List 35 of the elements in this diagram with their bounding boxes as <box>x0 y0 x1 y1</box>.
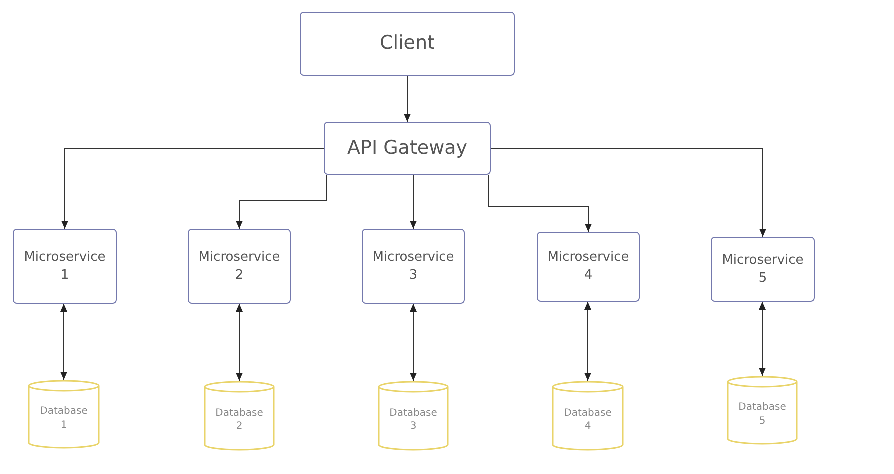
node-label: Microservice 2 <box>198 248 280 284</box>
arrow <box>490 148 766 238</box>
process-box <box>13 229 117 304</box>
node-label: Client <box>380 31 435 56</box>
node-label: Microservice 3 <box>372 248 454 284</box>
node-label: Database 3 <box>390 406 438 434</box>
database-cylinder <box>378 381 449 451</box>
arrow <box>404 76 411 122</box>
double-arrow <box>410 304 417 382</box>
process-box <box>362 229 465 304</box>
node-label: Database 4 <box>564 406 612 434</box>
double-arrow <box>60 304 68 380</box>
database-cylinder <box>204 381 275 451</box>
arrow <box>488 174 592 232</box>
node-label: Microservice 4 <box>548 249 630 285</box>
double-arrow <box>584 302 592 382</box>
arrow <box>62 148 324 230</box>
process-box <box>300 12 515 76</box>
node-label: Database 2 <box>216 406 264 434</box>
process-box <box>188 229 291 304</box>
node-label: API Gateway <box>347 136 468 161</box>
double-arrow <box>759 302 766 376</box>
arrow <box>410 174 417 230</box>
node-label: Database 5 <box>738 401 786 428</box>
process-box <box>324 122 491 175</box>
database-cylinder <box>727 376 798 445</box>
process-box <box>711 237 815 302</box>
arrow <box>236 174 328 230</box>
database-cylinder <box>552 381 624 451</box>
process-box <box>537 232 640 302</box>
node-label: Microservice 5 <box>722 252 804 288</box>
database-cylinder <box>28 380 100 449</box>
double-arrow <box>236 304 243 382</box>
node-label: Database 1 <box>40 405 88 432</box>
node-label: Microservice 1 <box>24 248 106 284</box>
